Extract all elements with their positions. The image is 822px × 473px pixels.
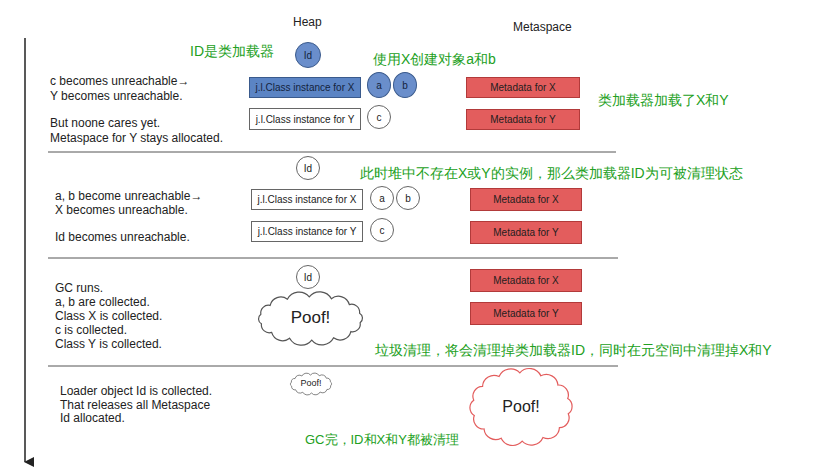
class-instance-box: j.l.Class instance for Y xyxy=(251,221,363,242)
class-instance-box: j.l.Class instance for Y xyxy=(249,108,361,130)
object-circle: c xyxy=(367,105,391,129)
node-text: c xyxy=(377,112,382,123)
annotation: 此时堆中不存在X或Y的实例，那么类加载器ID为可被清理状态 xyxy=(360,165,743,182)
step-note: Loader object Id is collected. That rele… xyxy=(60,385,212,426)
cloud-shape xyxy=(470,369,572,446)
metadata-box: Metadata for Y xyxy=(470,221,582,244)
node-text: Metadata for Y xyxy=(493,308,558,319)
node-text: Poof! xyxy=(502,398,539,416)
separator xyxy=(48,258,618,259)
annotation: ID是类加载器 xyxy=(190,43,274,60)
node-text: j.l.Class instance for Y xyxy=(258,226,357,237)
node-text: j.l.Class instance for X xyxy=(258,194,357,205)
step-note: But noone cares yet. Metaspace for Y sta… xyxy=(50,116,223,146)
node-text: Id xyxy=(304,163,312,174)
node-text: b xyxy=(405,193,411,204)
separator xyxy=(48,152,616,153)
cloud-shape xyxy=(259,292,363,345)
class-loader-circle: Id xyxy=(295,42,321,68)
poof-cloud: Poof! xyxy=(462,362,580,452)
annotation: 垃圾清理，将会清理掉类加载器ID，同时在元空间中清理掉X和Y xyxy=(375,342,772,359)
class-loader-circle: Id xyxy=(296,156,320,180)
node-text: j.l.Class instance for Y xyxy=(256,114,355,125)
node-text: c xyxy=(380,225,385,236)
node-text: Metadata for Y xyxy=(490,114,555,125)
object-circle: b xyxy=(393,72,417,98)
node-text: Id xyxy=(304,272,312,283)
node-text: b xyxy=(402,80,408,91)
time-arrow xyxy=(24,38,26,462)
column-heading: Heap xyxy=(293,15,322,29)
metadata-box: Metadata for X xyxy=(470,188,582,211)
node-text: Metadata for X xyxy=(490,82,556,93)
node-text: Metadata for Y xyxy=(493,227,558,238)
annotation: GC完，ID和X和Y都被清理 xyxy=(305,432,459,448)
step-note: GC runs. a, b are collected. Class X is … xyxy=(55,281,162,351)
node-text: a xyxy=(376,80,382,91)
node-text: Metadata for X xyxy=(493,194,559,205)
step-note: a, b become unreachable→ X becomes unrea… xyxy=(55,189,202,217)
annotation: 类加载器加载了X和Y xyxy=(598,92,729,109)
object-circle: c xyxy=(370,218,394,242)
node-text: Metadata for X xyxy=(493,275,559,286)
step-note: Id becomes unreachable. xyxy=(55,230,190,244)
class-loader-circle: Id xyxy=(296,265,320,289)
class-instance-box: j.l.Class instance for X xyxy=(251,189,363,210)
metadata-box: Metadata for Y xyxy=(470,302,582,325)
poof-cloud: Poof! xyxy=(288,372,334,396)
column-heading: Metaspace xyxy=(513,20,572,34)
cloud-shape xyxy=(290,373,331,395)
class-instance-box: j.l.Class instance for X xyxy=(249,77,361,98)
object-circle: a xyxy=(367,72,391,98)
annotation: 使用X创建对象a和b xyxy=(373,51,496,68)
separator xyxy=(48,366,618,367)
node-text: j.l.Class instance for X xyxy=(256,82,355,93)
node-text: Id xyxy=(304,50,312,61)
poof-cloud: Poof! xyxy=(253,290,368,347)
object-circle: a xyxy=(370,186,394,210)
step-note: c becomes unreachable→ Y becomes unreach… xyxy=(50,74,189,104)
node-text: Poof! xyxy=(291,309,331,328)
metadata-box: Metadata for X xyxy=(466,77,580,98)
node-text: a xyxy=(379,193,385,204)
object-circle: b xyxy=(396,186,420,210)
node-text: Poof! xyxy=(300,379,321,389)
metadata-box: Metadata for X xyxy=(470,269,582,292)
metadata-box: Metadata for Y xyxy=(466,109,580,130)
